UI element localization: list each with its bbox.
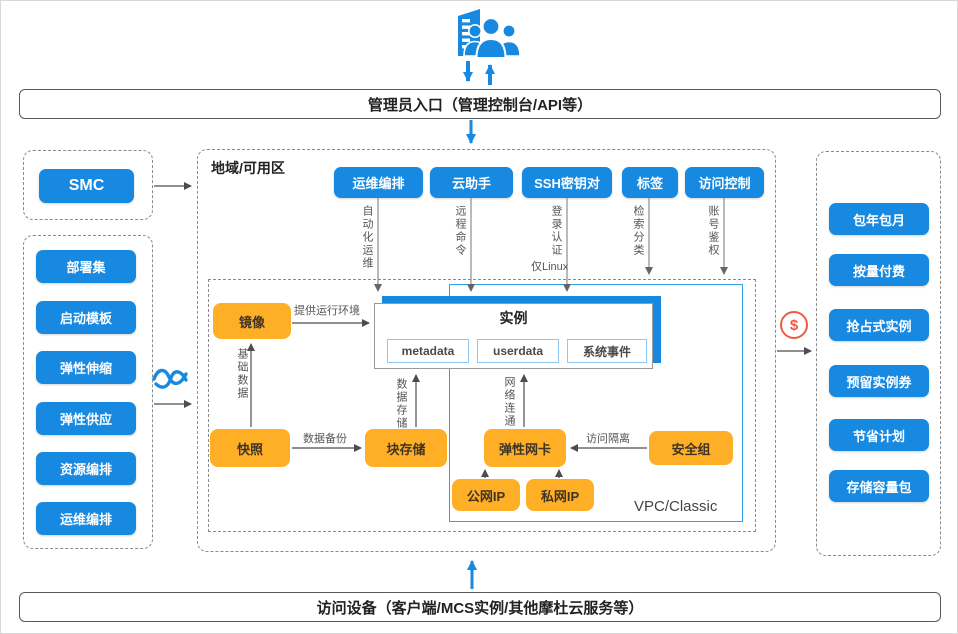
admin-entry-title: 管理员入口（管理控制台/API等） bbox=[367, 96, 593, 114]
instance-userdata: userdata bbox=[477, 339, 559, 363]
node-subscription: 包年包月 bbox=[829, 203, 929, 235]
instance-detail-group bbox=[208, 279, 756, 532]
access-device-bar: 访问设备（客户端/MCS实例/其他摩杜云服务等） bbox=[19, 592, 941, 622]
node-launch-template: 启动模板 bbox=[36, 301, 136, 334]
node-ops-orch-left: 运维编排 bbox=[36, 502, 136, 535]
node-savings-plan: 节省计划 bbox=[829, 419, 929, 451]
service-access-control: 访问控制 bbox=[685, 167, 764, 198]
node-block-storage: 块存储 bbox=[365, 429, 447, 467]
edge-label-data-storage: 数据存储 bbox=[395, 378, 407, 430]
node-private-ip: 私网IP bbox=[526, 479, 594, 511]
users-group-icon bbox=[463, 17, 521, 59]
node-resource-orch: 资源编排 bbox=[36, 452, 136, 485]
vpc-box bbox=[449, 284, 743, 522]
region-label: 地域/可用区 bbox=[211, 160, 285, 176]
node-public-ip: 公网IP bbox=[452, 479, 520, 511]
node-snapshot: 快照 bbox=[210, 429, 290, 467]
node-reserved-voucher: 预留实例券 bbox=[829, 365, 929, 397]
node-pay-as-you-go: 按量付费 bbox=[829, 254, 929, 286]
service-ops-orchestration: 运维编排 bbox=[334, 167, 423, 198]
access-device-title: 访问设备（客户端/MCS实例/其他摩杜云服务等） bbox=[316, 599, 644, 617]
node-eni: 弹性网卡 bbox=[484, 429, 566, 467]
smc-node: SMC bbox=[39, 169, 134, 203]
service-ssh-keypair: SSH密钥对 bbox=[522, 167, 612, 198]
node-spot-instance: 抢占式实例 bbox=[829, 309, 929, 341]
edge-label-net-connect: 网络连通 bbox=[503, 376, 515, 428]
dollar-circle-icon: $ bbox=[780, 311, 808, 339]
edge-label-access-isolate: 访问隔离 bbox=[586, 433, 630, 445]
note-linux-only: 仅Linux bbox=[531, 261, 569, 273]
node-auto-scaling: 弹性伸缩 bbox=[36, 351, 136, 384]
note-account-auth: 账号鉴权 bbox=[707, 205, 719, 257]
service-cloud-assistant: 云助手 bbox=[430, 167, 513, 198]
note-login-auth: 登录认证 bbox=[550, 205, 562, 257]
instance-metadata: metadata bbox=[387, 339, 469, 363]
instance-system-event: 系统事件 bbox=[567, 339, 647, 363]
instance-title: 实例 bbox=[499, 310, 528, 326]
admin-users-building-icon bbox=[458, 9, 521, 59]
node-image: 镜像 bbox=[213, 303, 291, 339]
edge-label-runtime-env: 提供运行环境 bbox=[294, 305, 360, 317]
note-remote-cmd: 远程命令 bbox=[454, 205, 466, 257]
note-search-classify: 检索分类 bbox=[632, 205, 644, 257]
node-deployment-set: 部署集 bbox=[36, 250, 136, 283]
deploy-tools-group bbox=[23, 235, 153, 549]
wave-link-icon bbox=[152, 368, 188, 389]
node-auto-provision: 弹性供应 bbox=[36, 402, 136, 435]
admin-entry-bar: 管理员入口（管理控制台/API等） bbox=[19, 89, 941, 119]
edge-label-data-backup: 数据备份 bbox=[303, 433, 347, 445]
vpc-label: VPC/Classic bbox=[634, 498, 718, 515]
edge-label-base-data: 基础数据 bbox=[236, 348, 248, 400]
note-auto-ops: 自动化运维 bbox=[361, 205, 373, 270]
service-tags: 标签 bbox=[622, 167, 678, 198]
node-security-group: 安全组 bbox=[649, 431, 733, 465]
node-storage-capacity: 存储容量包 bbox=[829, 470, 929, 502]
